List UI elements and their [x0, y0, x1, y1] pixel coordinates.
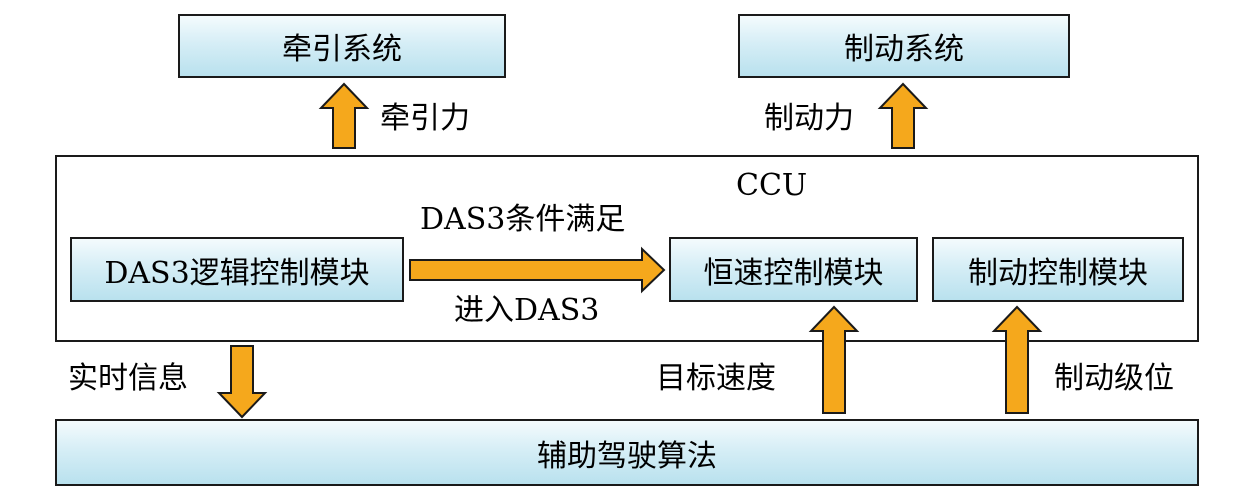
traction-force-label: 牵引力	[380, 101, 470, 136]
ccu-title: CCU	[736, 168, 808, 203]
realtime-info-arrow-icon	[216, 345, 268, 419]
realtime-info-label: 实时信息	[68, 361, 188, 396]
traction-force-arrow-icon	[318, 82, 370, 149]
brake-level-arrow-icon	[991, 305, 1043, 414]
target-speed-label: 目标速度	[656, 361, 776, 396]
braking-force-arrow-icon	[877, 82, 929, 149]
brake-level-label: 制动级位	[1054, 361, 1174, 396]
das3-logic-module-box: DAS3逻辑控制模块	[70, 237, 404, 302]
braking-force-label: 制动力	[764, 101, 854, 136]
brake-control-module-box: 制动控制模块	[932, 237, 1184, 302]
enter-das3-label: 进入DAS3	[454, 293, 600, 328]
braking-system-box: 制动系统	[738, 14, 1070, 78]
das3-condition-label: DAS3条件满足	[420, 202, 626, 237]
constant-speed-module-box: 恒速控制模块	[669, 237, 918, 302]
traction-system-box: 牵引系统	[178, 14, 506, 78]
das3-to-speed-arrow-icon	[409, 246, 666, 294]
target-speed-arrow-icon	[808, 305, 860, 414]
assist-algorithm-box: 辅助驾驶算法	[55, 419, 1199, 486]
